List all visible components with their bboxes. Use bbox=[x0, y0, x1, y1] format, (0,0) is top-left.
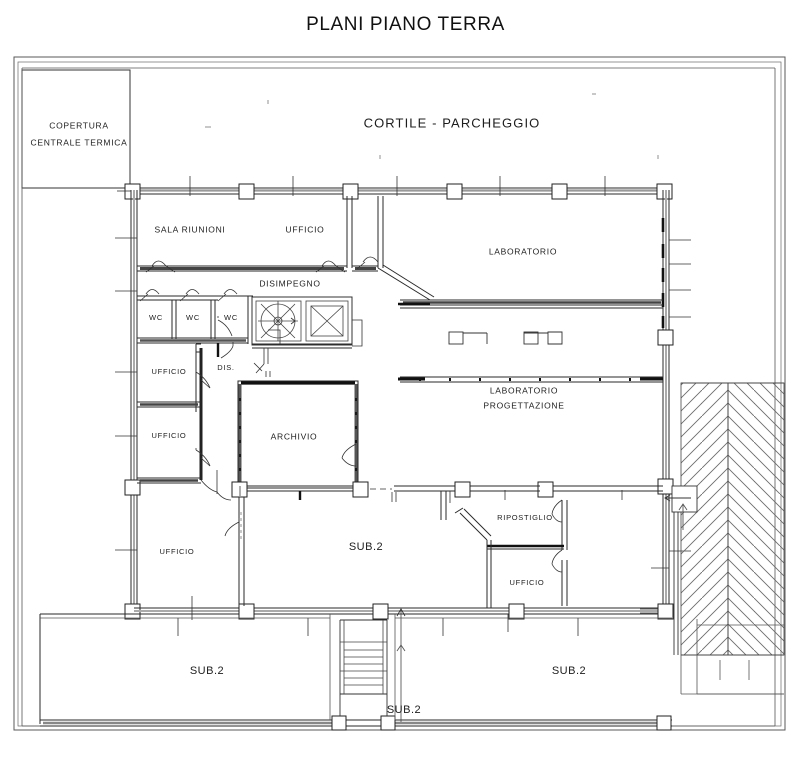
room-label-sub2-bottom-right: SUB.2 bbox=[552, 665, 586, 677]
room-label-sub2-stair: SUB.2 bbox=[387, 704, 421, 716]
vertical-circulation-core bbox=[251, 296, 363, 374]
room-label-dis: DIS. bbox=[217, 363, 234, 372]
mid-partition-wall bbox=[231, 481, 663, 502]
room-sub2-center bbox=[191, 497, 245, 620]
room-label-ufficio-left-3: UFFICIO bbox=[160, 547, 195, 556]
page-title: PLANI PIANO TERRA bbox=[306, 14, 505, 35]
building-top-wall bbox=[131, 187, 672, 195]
room-label-archivio: ARCHIVIO bbox=[271, 431, 318, 441]
building-bottom-wall bbox=[134, 603, 669, 636]
dimension-ticks bbox=[239, 486, 784, 695]
spiral-stair-symbol bbox=[258, 301, 298, 341]
stair-run-symbol bbox=[340, 608, 406, 722]
room-archivio bbox=[237, 362, 359, 489]
room-label-sala-riunioni: SALA RIUNIONI bbox=[155, 224, 226, 234]
room-label-laboratorio-prog-line2: PROGETTAZIONE bbox=[483, 400, 564, 410]
ramp-entrance bbox=[640, 485, 784, 695]
room-label-copertura-line2: CENTRALE TERMICA bbox=[30, 137, 127, 147]
room-label-sub2-center: SUB.2 bbox=[349, 541, 383, 553]
room-laboratorio bbox=[377, 196, 663, 383]
room-label-sub2-bottom-left: SUB.2 bbox=[190, 665, 224, 677]
bottom-block bbox=[39, 608, 672, 731]
room-label-wc-1: WC bbox=[149, 313, 163, 322]
room-group-ripostiglio-ufficio bbox=[440, 491, 568, 608]
room-label-wc-3: WC bbox=[224, 313, 238, 322]
room-label-disimpegno: DISIMPEGNO bbox=[259, 278, 320, 288]
room-label-ufficio-top: UFFICIO bbox=[286, 224, 325, 234]
axis-ticks-top bbox=[117, 176, 606, 196]
lab-furniture bbox=[448, 331, 563, 345]
room-label-ripostiglio: RIPOSTIGLIO bbox=[497, 513, 553, 522]
corridor-walls bbox=[200, 342, 234, 501]
room-label-ufficio-right: UFFICIO bbox=[510, 578, 545, 587]
room-group-wc bbox=[137, 289, 253, 357]
room-label-copertura-line1: COPERTURA bbox=[49, 120, 109, 130]
elevator-shaft-symbol bbox=[310, 305, 344, 337]
room-label-laboratorio: LABORATORIO bbox=[489, 246, 557, 256]
room-label-laboratorio-prog-line1: LABORATORIO bbox=[490, 385, 558, 395]
herringbone-hatch-area bbox=[680, 382, 785, 656]
room-label-cortile: CORTILE - PARCHEGGIO bbox=[364, 115, 541, 130]
room-group-left-offices bbox=[137, 343, 211, 484]
room-sala-riunioni bbox=[137, 196, 378, 272]
door-swing-arc bbox=[145, 256, 379, 273]
building-left-wall bbox=[115, 190, 141, 620]
room-label-wc-2: WC bbox=[186, 313, 200, 322]
room-label-ufficio-left-1: UFFICIO bbox=[152, 367, 187, 376]
column-row-top bbox=[124, 183, 673, 200]
room-label-ufficio-left-2: UFFICIO bbox=[152, 431, 187, 440]
